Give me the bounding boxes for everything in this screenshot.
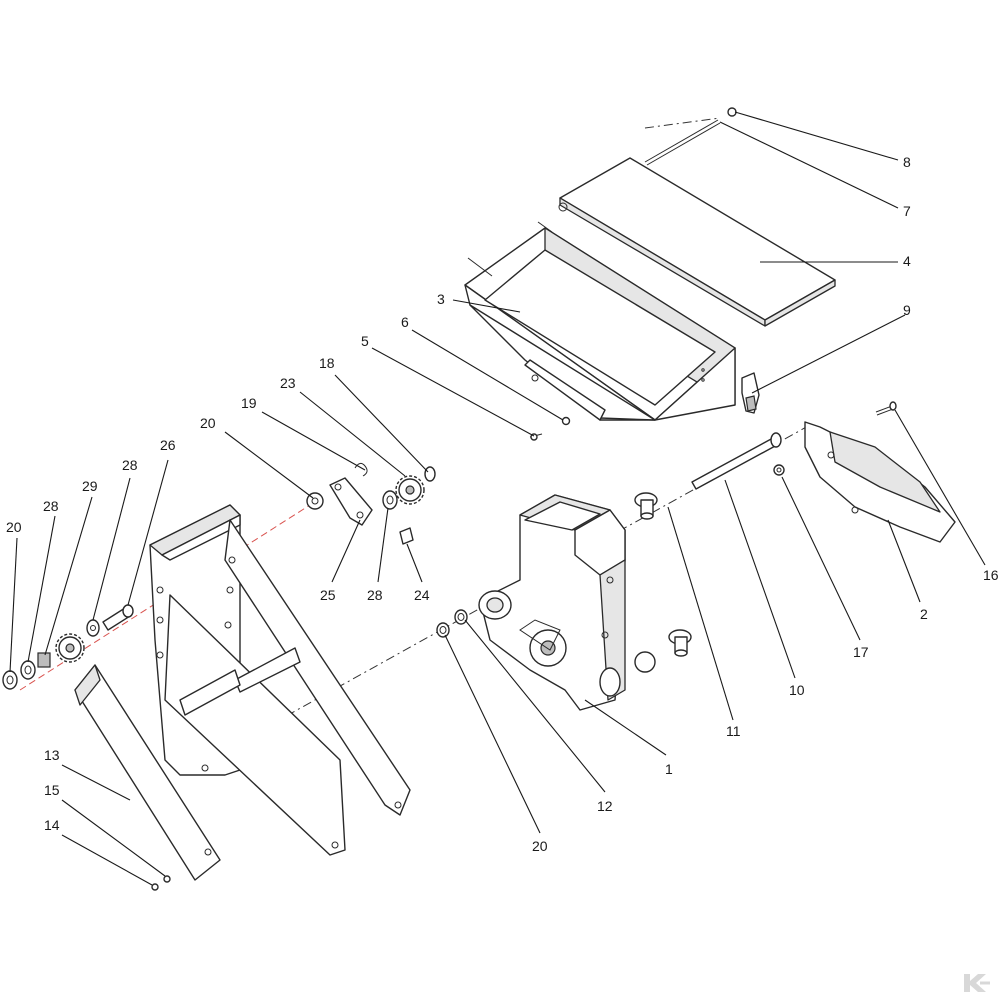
chain-guard [74, 664, 221, 881]
callout-20-upper: 20 [200, 415, 216, 431]
washer-15 [163, 875, 171, 883]
callout-17: 17 [853, 644, 869, 660]
callout-3: 3 [437, 291, 445, 307]
shaft-25 [102, 604, 134, 631]
pin-21 [399, 527, 414, 545]
callout-4: 4 [903, 253, 911, 269]
small-nut [561, 416, 571, 426]
callout-21: 24 [414, 587, 430, 603]
callout-28: 28 [43, 498, 59, 514]
callout-18: 18 [319, 355, 335, 371]
callout-22: 25 [320, 587, 336, 603]
leader-lines [9, 111, 986, 886]
screw-14 [151, 883, 159, 891]
long-bolt [691, 432, 782, 490]
flanged-bushing-lower [668, 629, 692, 657]
spring-19 [354, 462, 368, 477]
callout-7: 7 [903, 203, 911, 219]
callout-14: 14 [44, 817, 60, 833]
spacer-29 [37, 652, 51, 668]
callout-15: 15 [44, 782, 60, 798]
callout-25: 26 [160, 437, 176, 453]
brand-logo [964, 974, 990, 992]
callout-9: 9 [903, 302, 911, 318]
callout-13: 13 [44, 747, 60, 763]
callout-19: 19 [241, 395, 257, 411]
callout-26: 28 [122, 457, 138, 473]
callout-29: 29 [82, 478, 98, 494]
mounting-frame [149, 504, 411, 856]
hopper-lid [558, 157, 836, 327]
latch-clip [741, 372, 760, 414]
callout-2: 2 [920, 606, 928, 622]
left-nut-20 [2, 670, 18, 690]
bushing-24 [382, 490, 398, 510]
callout-labels: 8 7 4 9 3 6 5 18 23 19 20 26 28 29 28 20… [6, 154, 999, 854]
hopper-box [464, 221, 736, 421]
callout-11: 11 [726, 723, 741, 739]
callout-5: 5 [361, 333, 369, 349]
callout-8: 8 [903, 154, 911, 170]
cover-bolt [875, 401, 897, 416]
hex-nut-20-center [436, 622, 450, 638]
callout-20-left: 20 [6, 519, 22, 535]
callout-16: 16 [983, 567, 999, 583]
side-cover [804, 421, 956, 543]
washer-18 [424, 466, 436, 482]
hinge-rod [644, 119, 721, 166]
sprocket-23 [395, 475, 425, 505]
bushing-28 [20, 660, 36, 680]
flanged-bushing-upper [634, 492, 658, 520]
lid-nut [727, 107, 737, 117]
washer-26 [86, 619, 100, 637]
callout-23: 23 [280, 375, 296, 391]
callout-20-center: 20 [532, 838, 548, 854]
metering-housing [478, 494, 656, 711]
spacer-12 [454, 609, 468, 625]
callout-10: 10 [789, 682, 805, 698]
tension-arm-22 [329, 477, 373, 526]
callout-6: 6 [401, 314, 409, 330]
hex-nut-17 [773, 464, 785, 476]
callout-12: 12 [597, 798, 613, 814]
sprocket-left [55, 633, 85, 663]
callout-1: 1 [665, 761, 673, 777]
callout-24: 28 [367, 587, 383, 603]
